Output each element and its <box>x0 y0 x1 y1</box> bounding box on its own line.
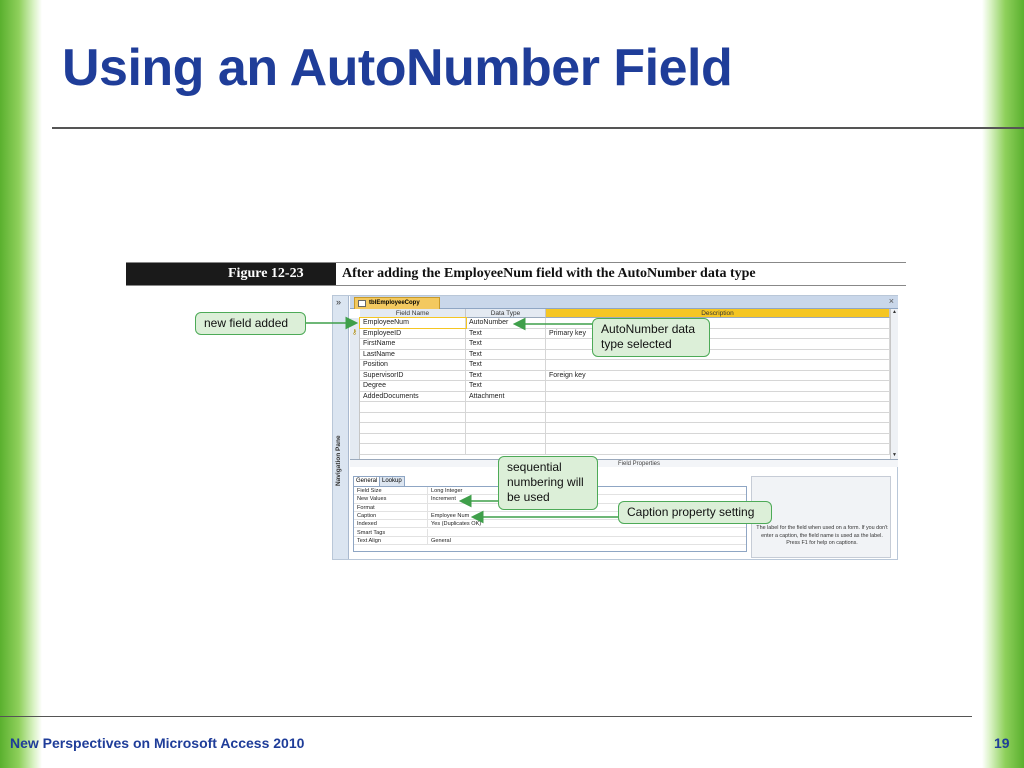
property-value[interactable]: General <box>431 537 451 544</box>
tab-general[interactable]: General <box>353 476 381 486</box>
table-row[interactable]: Degree Text <box>360 381 890 392</box>
property-value[interactable]: Increment <box>431 496 456 503</box>
slide-title: Using an AutoNumber Field <box>62 39 733 97</box>
figure-label: Figure 12-23 <box>126 263 336 285</box>
property-name: Caption <box>354 511 428 520</box>
empty-row[interactable] <box>360 433 890 444</box>
property-name: Text Align <box>354 536 428 545</box>
figure-top-rule <box>126 262 906 263</box>
navigation-pane[interactable]: » Navigation Pane <box>333 296 349 559</box>
grid-scrollbar[interactable]: ▲ ▼ <box>890 309 898 459</box>
property-name: Indexed <box>354 520 428 529</box>
row-selector-column[interactable]: ⚷ <box>350 318 360 459</box>
footer-divider <box>0 716 972 717</box>
tab-tblemployeecopy[interactable]: tblEmployeeCopy <box>354 297 440 309</box>
data-type-cell[interactable]: Text <box>466 339 546 349</box>
title-divider <box>52 127 1024 129</box>
expand-chevron-icon[interactable]: » <box>336 297 342 307</box>
table-row[interactable]: Position Text <box>360 360 890 371</box>
description-cell[interactable]: Primary key <box>546 328 890 339</box>
field-name-cell[interactable]: AddedDocuments <box>360 391 466 402</box>
tab-lookup[interactable]: Lookup <box>379 476 405 486</box>
field-name-cell[interactable]: EmployeeID <box>360 328 466 339</box>
field-name-cell[interactable]: FirstName <box>360 339 466 349</box>
primary-key-icon: ⚷ <box>352 329 358 336</box>
right-green-bar <box>982 0 1024 768</box>
column-header-field-name[interactable]: Field Name <box>360 309 466 318</box>
description-cell[interactable] <box>546 360 890 370</box>
empty-row[interactable] <box>360 402 890 413</box>
table-row[interactable]: SupervisorID Text Foreign key <box>360 370 890 381</box>
property-row[interactable]: Indexed Yes (Duplicates OK) <box>354 520 746 529</box>
field-name-cell[interactable]: LastName <box>360 349 466 360</box>
table-icon <box>358 300 366 307</box>
property-row[interactable]: Format <box>354 503 746 512</box>
property-name: Format <box>354 503 428 512</box>
footer-text: New Perspectives on Microsoft Access 201… <box>10 735 305 751</box>
property-name: New Values <box>354 495 428 504</box>
navigation-pane-label: Navigation Pane <box>335 435 342 486</box>
property-value[interactable]: Long Integer <box>431 488 463 494</box>
description-cell[interactable] <box>546 318 890 328</box>
empty-row[interactable] <box>360 423 890 434</box>
data-type-cell[interactable]: AutoNumber <box>466 318 546 328</box>
close-icon[interactable]: × <box>888 296 894 306</box>
callout-autonumber: AutoNumber data type selected <box>592 318 710 357</box>
left-green-bar <box>0 0 42 768</box>
property-value[interactable]: Yes (Duplicates OK) <box>431 521 482 528</box>
scroll-up-icon[interactable]: ▲ <box>892 309 897 315</box>
figure-caption: After adding the EmployeeNum field with … <box>342 266 756 281</box>
callout-caption: Caption property setting <box>618 501 772 524</box>
field-properties-bar: Field Properties <box>350 459 898 467</box>
description-cell[interactable] <box>546 391 890 402</box>
property-row[interactable]: Caption Employee Num <box>354 511 746 521</box>
property-help-text: The label for the field when used on a f… <box>756 525 888 546</box>
table-row[interactable]: LastName Text <box>360 349 890 360</box>
property-row[interactable]: Smart Tags <box>354 528 746 537</box>
property-name: Field Size <box>354 487 428 495</box>
empty-row[interactable] <box>360 444 890 455</box>
table-row[interactable]: AddedDocuments Attachment <box>360 391 890 402</box>
field-name-cell[interactable]: Position <box>360 360 466 370</box>
field-properties-label: Field Properties <box>618 461 661 467</box>
figure-bottom-rule <box>126 285 906 286</box>
data-type-cell[interactable]: Text <box>466 370 546 381</box>
tab-label: tblEmployeeCopy <box>369 300 420 306</box>
property-name: Smart Tags <box>354 528 428 537</box>
data-type-cell[interactable]: Text <box>466 328 546 339</box>
property-value[interactable]: Employee Num <box>431 512 470 519</box>
page-number: 19 <box>994 735 1010 751</box>
callout-new-field: new field added <box>195 312 306 335</box>
data-type-cell[interactable]: Text <box>466 360 546 370</box>
property-help-box: The label for the field when used on a f… <box>751 476 891 558</box>
field-name-cell[interactable]: Degree <box>360 381 466 391</box>
description-cell[interactable] <box>546 381 890 391</box>
data-type-cell[interactable]: Attachment <box>466 391 546 402</box>
column-header-description[interactable]: Description <box>546 309 890 318</box>
property-value[interactable] <box>428 529 746 537</box>
empty-row[interactable] <box>360 412 890 423</box>
data-type-cell[interactable]: Text <box>466 349 546 360</box>
field-name-cell[interactable]: SupervisorID <box>360 370 466 381</box>
field-name-cell[interactable]: EmployeeNum <box>359 317 467 329</box>
property-row[interactable]: Text Align General <box>354 536 746 546</box>
scroll-down-icon[interactable]: ▼ <box>892 452 897 458</box>
description-cell[interactable]: Foreign key <box>546 370 890 381</box>
description-cell[interactable] <box>546 349 890 360</box>
callout-sequential: sequential numbering will be used <box>498 456 598 510</box>
description-cell[interactable] <box>546 339 890 349</box>
document-tabstrip: tblEmployeeCopy × <box>350 296 898 309</box>
column-header-data-type[interactable]: Data Type <box>466 309 546 318</box>
access-design-view: » Navigation Pane tblEmployeeCopy × Fiel… <box>332 295 898 560</box>
data-type-cell[interactable]: Text <box>466 381 546 391</box>
